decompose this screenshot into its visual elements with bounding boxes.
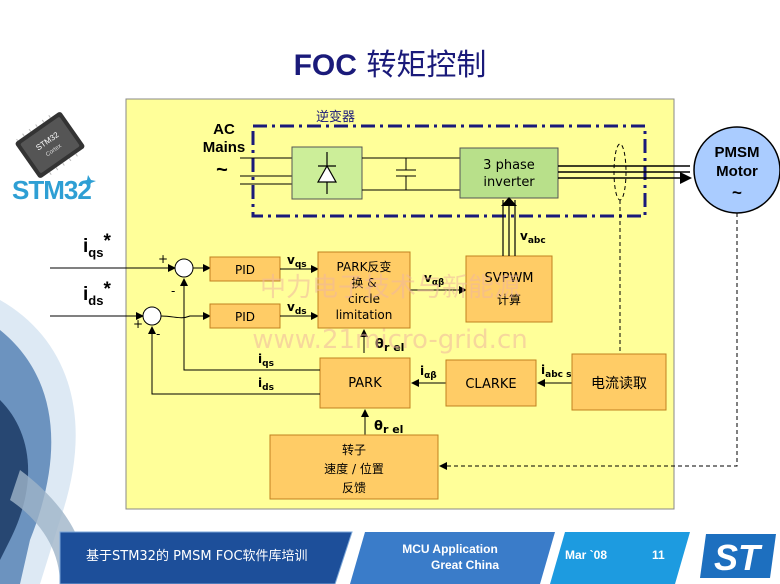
theta-rel-label-1: θr el <box>375 337 404 354</box>
footer-org-line1: MCU Application <box>402 542 498 556</box>
svpwm-block <box>465 255 553 323</box>
ids-ref-label: ids* <box>83 279 111 308</box>
plus-q: + <box>158 252 168 266</box>
park-inverse-line2: 换 & <box>351 276 376 290</box>
minus-q: - <box>171 284 175 298</box>
current-read-block <box>571 353 667 411</box>
plus-d: + <box>133 317 143 331</box>
inverter-group-border <box>251 124 647 218</box>
pid-q-block <box>209 256 281 282</box>
ids-fb-label: ids <box>258 376 274 393</box>
vqs-label: vqs <box>287 253 307 270</box>
page-title: FOC 转矩控制 <box>0 40 780 84</box>
current-read-label: 电流读取 <box>591 375 647 392</box>
title-suffix: 转矩控制 <box>356 48 487 83</box>
diode-icon <box>316 152 338 194</box>
v-alpha-beta-label: vαβ <box>424 271 445 288</box>
three-phase-inverter-line2: inverter <box>483 175 535 190</box>
footer-date: Mar `08 <box>565 548 607 562</box>
iqs-fb-label: iqs <box>258 352 274 369</box>
svpwm-line2: 计算 <box>497 292 521 307</box>
title-prefix: FOC <box>293 49 357 82</box>
watermark-line1: 中力电子技术与新能源 <box>260 273 520 303</box>
theta-rel-label-2: θr el <box>374 419 403 436</box>
park-inverse-block <box>317 251 411 329</box>
rotor-feedback-block <box>269 434 439 500</box>
vds-label: vds <box>287 300 307 317</box>
clarke-block <box>445 359 537 407</box>
svg-text:ST: ST <box>714 537 763 578</box>
rotor-feedback-line2: 速度 / 位置 <box>324 461 384 476</box>
rotor-feedback-line3: 反馈 <box>342 481 366 495</box>
park-label: PARK <box>348 376 382 391</box>
ac-mains-line2: Mains <box>203 139 246 156</box>
three-phase-inverter-block <box>459 147 559 199</box>
st-logo: ST <box>700 534 776 578</box>
park-block <box>319 357 411 409</box>
park-inverse-line3: circle <box>348 292 380 306</box>
motor-tilde: ~ <box>732 183 742 202</box>
stm32-logo: STM32 <box>12 175 92 205</box>
park-inverse-line4: limitation <box>336 308 393 322</box>
inverter-group-label: 逆变器 <box>316 109 355 125</box>
vabc-label: vabc <box>520 229 546 246</box>
watermark-line2: www.21micro-grid.cn <box>252 325 527 355</box>
i-alpha-beta-label: iαβ <box>420 364 437 381</box>
footer-course: 基于STM32的 PMSM FOC软件库培训 <box>86 548 308 564</box>
motor-line1: PMSM <box>715 144 760 161</box>
park-inverse-line1: PARK反变 <box>337 259 392 274</box>
three-phase-inverter-line1: 3 phase <box>483 158 535 173</box>
ac-mains-tilde: ~ <box>216 159 228 181</box>
pid-d-label: PID <box>235 310 255 324</box>
footer-org-line2: Great China <box>431 558 499 572</box>
motor-line2: Motor <box>716 163 758 180</box>
iqs-ref-label: iqs* <box>83 231 111 260</box>
rotor-feedback-line1: 转子 <box>342 442 366 457</box>
clarke-label: CLARKE <box>465 377 516 392</box>
iabcs-label: iabc s <box>541 363 571 380</box>
footer-page: 11 <box>652 548 665 562</box>
minus-d: - <box>156 327 160 341</box>
pid-q-label: PID <box>235 263 255 277</box>
svpwm-line1: SVPWM <box>484 271 533 286</box>
ac-mains-line1: AC <box>213 121 235 138</box>
